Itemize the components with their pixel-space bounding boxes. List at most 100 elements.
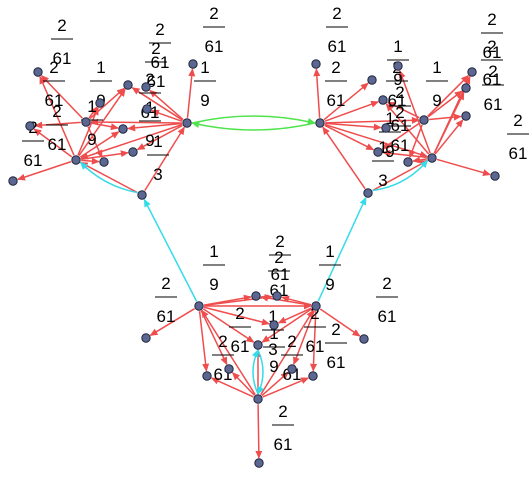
edge-weight-numerator: 2 [487, 10, 496, 29]
edges-layer [16, 68, 491, 459]
cyan-edge-B1-L2 [143, 198, 198, 302]
edge-weight-denominator: 61 [483, 43, 502, 62]
edge-weight-denominator: 61 [147, 72, 166, 91]
edge-B2-B4 [261, 308, 313, 343]
edge-weight-label: 13 [372, 138, 394, 190]
edge-weight-denominator: 3 [153, 165, 162, 184]
graph-node [461, 83, 471, 93]
graph-node [287, 364, 297, 374]
edge-R3-R12 [433, 91, 465, 154]
edge-weight-label: 19 [319, 242, 341, 294]
edge-weight-numerator: 2 [487, 37, 496, 56]
edge-weight-numerator: 1 [325, 242, 334, 261]
edge-weight-label: 261 [376, 274, 398, 326]
edge-B1-B4 [202, 308, 255, 343]
graph-node [118, 124, 128, 134]
edge-weight-denominator: 61 [271, 265, 290, 284]
edge-weight-denominator: 61 [484, 95, 503, 114]
edge-weight-numerator: 2 [332, 4, 341, 23]
edge-B3-B2 [260, 309, 314, 395]
edge-L3-L7 [16, 160, 72, 181]
edge-L4-L8 [88, 106, 98, 119]
graph-node [419, 115, 429, 125]
edge-weight-numerator: 2 [151, 39, 160, 58]
edge-weight-label: 261 [229, 304, 251, 356]
edge-weight-numerator: 2 [395, 83, 404, 102]
edge-L3-L5 [39, 75, 75, 156]
edge-L1-L15 [150, 109, 183, 122]
graph-node [142, 104, 152, 114]
edge-L4-L5 [40, 75, 83, 119]
edge-weight-numerator: 2 [274, 248, 283, 267]
graph-node [141, 333, 151, 343]
edge-weight-label: 261 [272, 402, 294, 454]
edge-weight-numerator: 1 [209, 242, 218, 261]
graph-node [25, 121, 35, 131]
edge-B1-B11 [198, 311, 210, 372]
edge-R3-R7 [385, 103, 430, 155]
edge-L1-L11 [127, 122, 182, 132]
edge-weight-numerator: 1 [87, 97, 96, 116]
edge-L4-L9 [89, 87, 125, 120]
graph-node [373, 147, 383, 157]
edge-R4-R12 [427, 90, 463, 118]
edge-weight-numerator: 1 [432, 58, 441, 77]
edge-weight-numerator: 1 [378, 138, 387, 157]
graph-node [381, 123, 391, 133]
edge-weight-numerator: 1 [385, 109, 394, 128]
edge-weight-numerator: 1 [268, 307, 277, 326]
edge-B3-B12 [231, 372, 255, 396]
edge-weight-denominator: 61 [327, 353, 346, 372]
edge-weight-denominator: 9 [393, 70, 402, 89]
edge-weight-denominator: 61 [53, 49, 72, 68]
edge-weight-denominator: 9 [145, 131, 154, 150]
graph-node [269, 320, 279, 330]
edge-B3-B13 [261, 371, 289, 397]
edge-weight-label: 261 [46, 102, 68, 154]
edge-weight-denominator: 61 [205, 37, 224, 56]
edge-weight-denominator: 9 [87, 130, 96, 149]
edge-weight-label: 19 [387, 37, 409, 89]
graph-node [253, 394, 263, 404]
edge-labels-layer: 2612611926126126119261192611926113261261… [22, 4, 529, 454]
cyan-edge-L2-L3 [79, 161, 138, 194]
graph-node [33, 67, 43, 77]
edge-weight-numerator: 2 [218, 332, 227, 351]
graph-node [99, 157, 109, 167]
edge-R3-R13 [434, 119, 464, 155]
edge-L3-L11 [79, 131, 120, 158]
graph-node [367, 75, 377, 85]
graph-node [393, 61, 403, 71]
edge-L3-L8 [77, 106, 99, 156]
edge-weight-numerator: 2 [235, 304, 244, 323]
edge-L3-L6 [33, 128, 73, 158]
edge-weight-numerator: 2 [382, 274, 391, 293]
edge-weight-denominator: 3 [378, 171, 387, 190]
graph-node [311, 59, 321, 69]
edge-weight-numerator: 2 [331, 320, 340, 339]
graph-node [363, 188, 373, 198]
edge-weight-denominator: 9 [200, 91, 209, 110]
edge-B1-B8 [203, 306, 270, 326]
graph-node [128, 147, 138, 157]
edge-R2-R1 [322, 126, 366, 190]
edge-R4-R13 [429, 113, 462, 121]
edge-weight-label: 261 [155, 274, 177, 326]
graph-node [359, 334, 369, 344]
edge-weight-numerator: 2 [513, 111, 522, 130]
graph-node [254, 458, 264, 468]
edge-weight-numerator: 2 [145, 70, 154, 89]
graph-node [123, 80, 133, 90]
graph-node [467, 67, 477, 77]
graph-node [272, 291, 282, 301]
edge-R3-R10 [412, 156, 427, 164]
edge-weight-numerator: 2 [488, 62, 497, 81]
edge-weight-label: 261 [281, 332, 303, 384]
cyan-edge-B4-B3 [257, 349, 265, 395]
edge-L1-L14 [186, 68, 196, 118]
edge-weight-numerator: 1 [200, 58, 209, 77]
edge-R1-R9 [324, 124, 375, 151]
edge-R4-R7 [386, 101, 420, 119]
edge-R2-R3 [372, 159, 429, 192]
graph-node [141, 82, 151, 92]
